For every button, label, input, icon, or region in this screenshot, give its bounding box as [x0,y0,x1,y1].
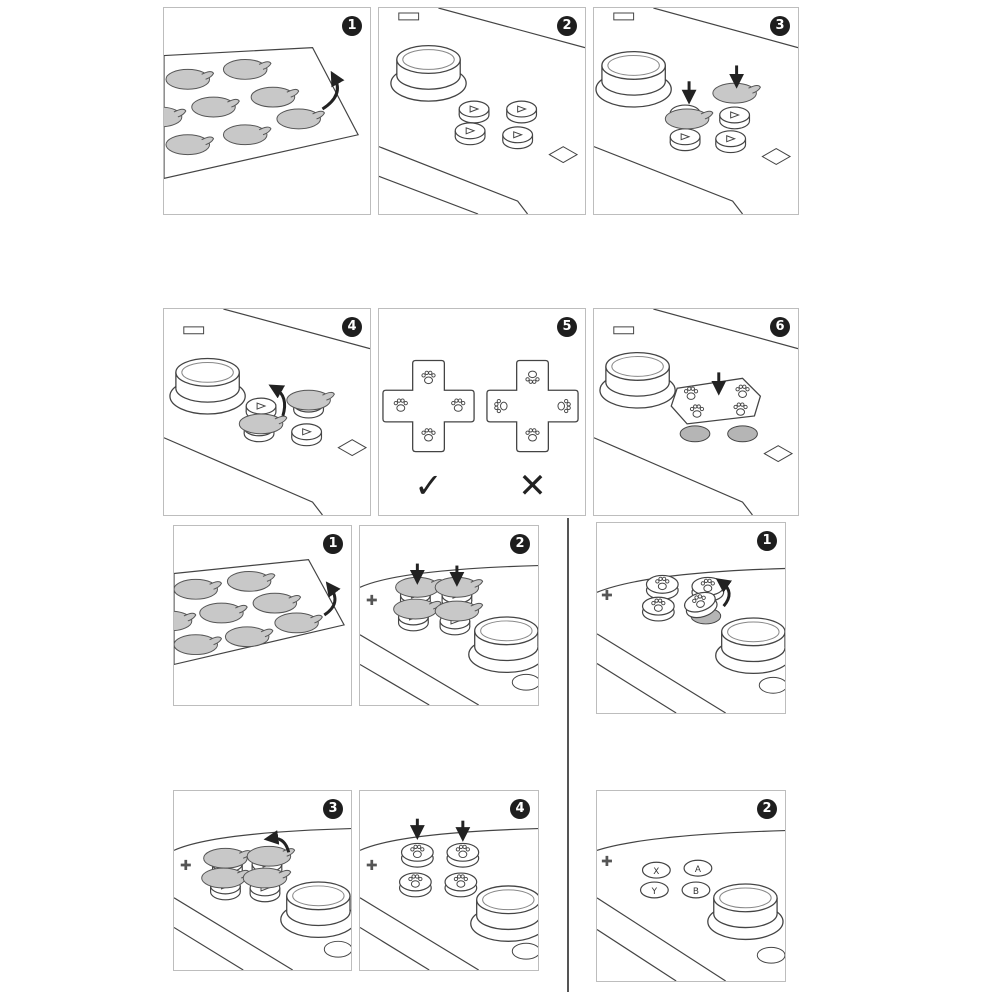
dpad-cap-wrong [486,359,579,453]
curved-arrow-icon [321,70,345,111]
check-mark-icon: ✓ [414,466,442,505]
step-panel-top-3: 3 [593,7,799,215]
step-number-badge: 1 [323,534,343,554]
step-panel-top-4: 4 [163,308,371,516]
step-number-badge: 4 [510,799,530,819]
step-panel-b-1: 1 [173,525,352,706]
svg-text:✚: ✚ [601,588,613,604]
svg-text:✚: ✚ [366,858,378,874]
attach-dpad-illustration [594,309,798,515]
dpad-orientation-illustration: ✓ ✕ [382,359,579,505]
button-x-label: X [653,867,659,877]
svg-text:✚: ✚ [601,854,613,870]
section-divider [567,518,569,992]
sticker-sheet-illustration [174,559,345,666]
step-panel-top-1: 1 [163,7,371,215]
controller-buttons-illustration [379,8,585,214]
remove-paw-caps-illustration: ✚ [597,567,785,713]
joystick-icon [715,617,785,675]
peel-pads-illustration: ✚ [174,827,351,970]
step-number-badge: 2 [510,534,530,554]
step-panel-top-5: ✓ ✕ 5 [378,308,586,516]
step-number-badge: 3 [323,799,343,819]
step-number-badge: 5 [557,317,577,337]
button-a-label: A [695,865,702,875]
sticker-sheet-illustration [164,47,360,179]
apply-pads-illustration [594,8,798,214]
button-b-label: B [693,887,699,897]
step-number-badge: 4 [342,317,362,337]
step-number-badge: 1 [342,16,362,36]
cross-mark-icon: ✕ [518,466,546,505]
curved-arrow-icon [263,830,291,853]
step-panel-b-3: ✚ 3 [173,790,352,971]
peel-pads-illustration [164,309,370,515]
step-panel-c-1: ✚ 1 [596,522,786,714]
svg-text:✚: ✚ [180,858,192,874]
dpad-cap-correct [382,359,475,453]
step-number-badge: 2 [757,799,777,819]
step-panel-top-2: 2 [378,7,586,215]
step-panel-top-6: 6 [593,308,799,516]
joystick-icon [390,44,467,102]
step-number-badge: 3 [770,16,790,36]
curved-arrow-icon [268,384,287,417]
step-number-badge: 6 [770,317,790,337]
button-y-label: Y [651,887,658,897]
step-panel-c-2: ✚ X A Y B 2 [596,790,786,982]
step-number-badge: 2 [557,16,577,36]
curved-arrow-icon [323,581,341,617]
step-number-badge: 1 [757,531,777,551]
original-buttons-illustration: ✚ X A Y B [597,829,785,981]
curved-arrow-icon [715,578,733,608]
step-panel-b-4: ✚ 4 [359,790,539,971]
paw-icon [402,843,434,867]
step-panel-b-2: ✚ 2 [359,525,539,706]
apply-pads-illustration: ✚ [360,563,538,705]
svg-text:✚: ✚ [366,593,378,609]
attach-paw-caps-illustration: ✚ [360,818,538,970]
joystick-icon [468,616,538,674]
